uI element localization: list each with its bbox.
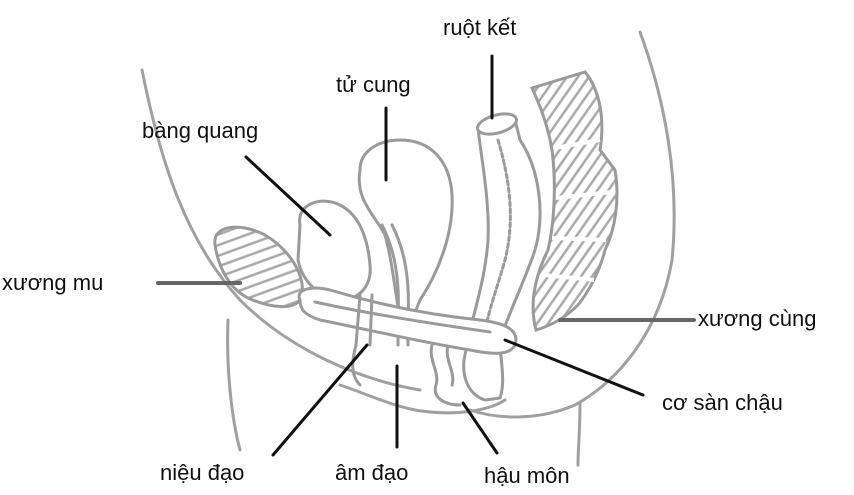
urethra-leader bbox=[271, 343, 369, 457]
pelvic-floor-leader bbox=[503, 338, 645, 397]
label-anus: hậu môn bbox=[484, 463, 570, 488]
label-pelvic-floor-muscle: cơ sàn chậu bbox=[662, 390, 783, 415]
urethra-shape bbox=[351, 293, 374, 387]
colon-shape bbox=[462, 112, 542, 402]
label-colon: ruột kết bbox=[443, 15, 517, 40]
uterus-shape bbox=[357, 138, 454, 322]
label-bladder: bàng quang bbox=[142, 118, 259, 143]
perineum-outline bbox=[338, 383, 507, 415]
label-uterus: tử cung bbox=[336, 72, 411, 97]
label-urethra: niệu đạo bbox=[160, 460, 245, 485]
sacrum-shape bbox=[529, 70, 619, 332]
label-sacrum: xương cùng bbox=[698, 306, 817, 331]
label-pubic-bone: xương mu bbox=[2, 270, 104, 295]
anal-canal bbox=[429, 343, 462, 407]
thigh-outline-front bbox=[226, 318, 242, 452]
abdomen-outline bbox=[140, 68, 422, 392]
anus-leader bbox=[461, 401, 499, 455]
thigh-outline-back bbox=[576, 401, 582, 467]
label-vagina: âm đạo bbox=[335, 460, 409, 485]
pubic-bone-shape bbox=[213, 225, 304, 309]
bladder-leader bbox=[244, 155, 332, 237]
